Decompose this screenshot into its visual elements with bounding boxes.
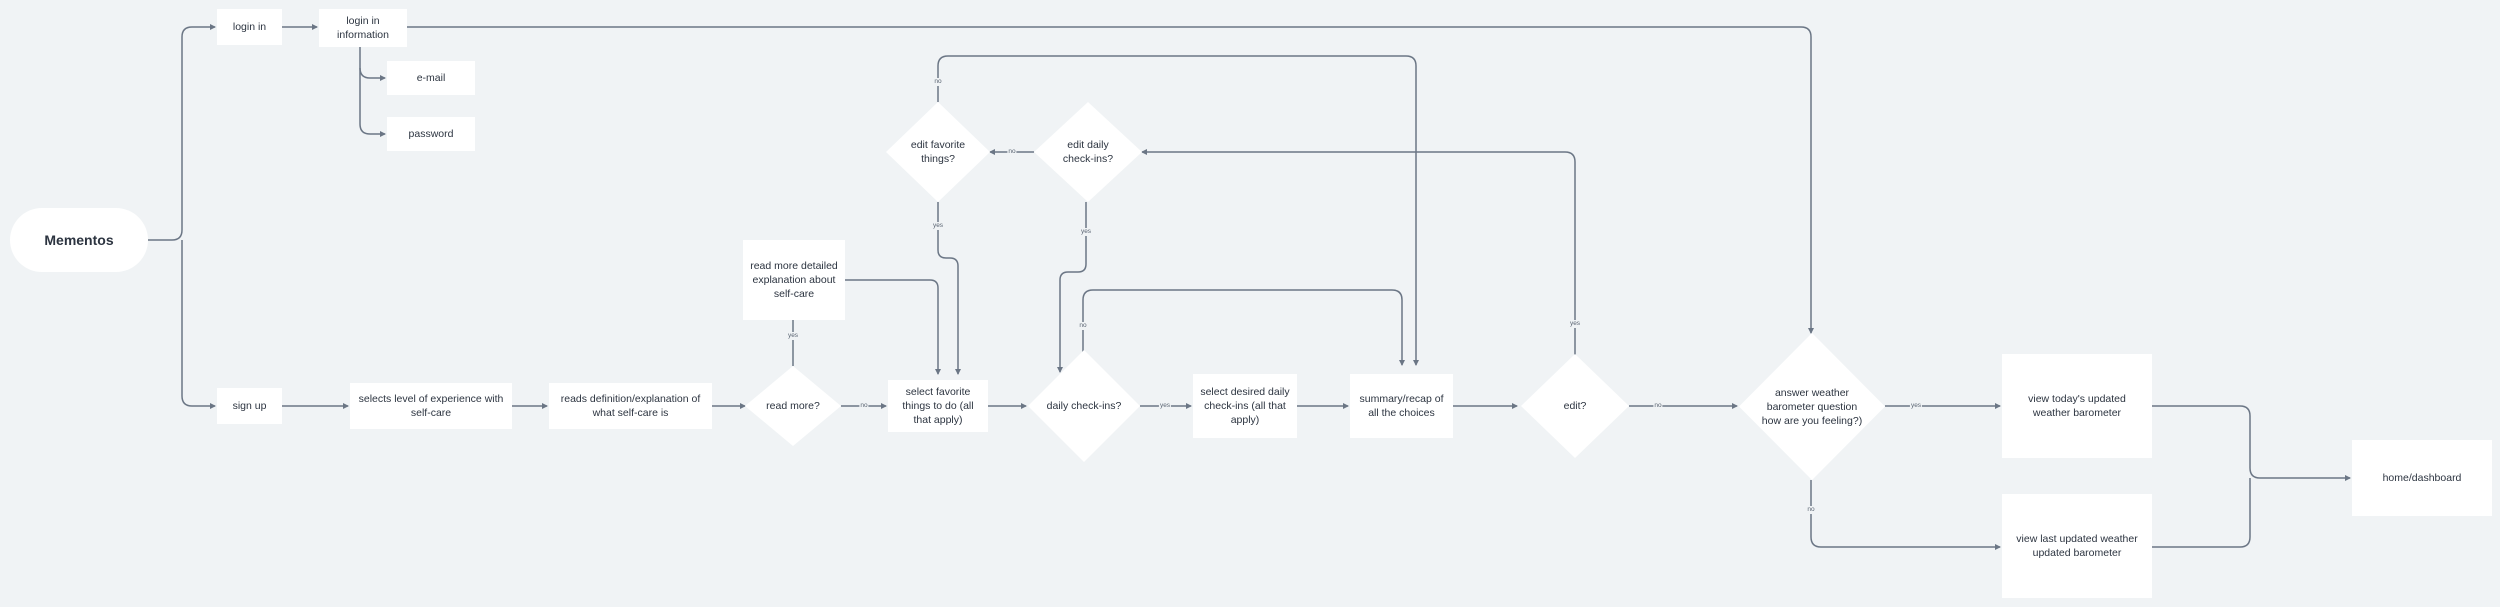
edge-label-no-edit: no bbox=[1653, 402, 1663, 410]
edge-label-yes-weather: yes bbox=[1909, 402, 1923, 410]
decision-read-more: read more? bbox=[745, 366, 841, 446]
daily-checkins-label: daily check-ins? bbox=[1046, 400, 1122, 412]
answer-weather-label: answer weather barometer question how ar… bbox=[1761, 386, 1863, 427]
edge-info-weather bbox=[407, 26, 1814, 334]
diamond-shape bbox=[1521, 354, 1629, 458]
node-email: e-mail bbox=[387, 61, 475, 95]
edge-label-yes-editfav: yes bbox=[931, 222, 945, 230]
edge-detailed-select bbox=[845, 279, 941, 375]
node-view-last-barometer: view last updated weather updated barome… bbox=[2002, 494, 2152, 598]
edge-info-email bbox=[359, 47, 386, 81]
node-summary-recap: summary/recap of all the choices bbox=[1350, 374, 1453, 438]
edge-today-home bbox=[2152, 405, 2351, 481]
edit-favorite-things-label: edit favorite things? bbox=[910, 139, 966, 165]
node-home-dashboard: home/dashboard bbox=[2352, 440, 2492, 516]
edge-weather-last bbox=[1810, 480, 2001, 550]
decision-daily-checkins: daily check-ins? bbox=[1028, 350, 1140, 462]
decision-edit-favorite-things: edit favorite things? bbox=[886, 102, 990, 202]
read-more-label: read more? bbox=[766, 400, 820, 412]
node-sign-up: sign up bbox=[217, 388, 282, 424]
node-read-more-detailed: read more detailed explanation about sel… bbox=[743, 240, 845, 320]
edge-editfav-summary bbox=[937, 55, 1419, 366]
edge-label-no-daily: no bbox=[1078, 322, 1088, 330]
edge-info-password bbox=[359, 68, 386, 137]
reads-definition-label: reads definition/explanation of what sel… bbox=[560, 393, 701, 419]
start-node-mementos: Mementos bbox=[10, 208, 148, 272]
diamond-shape bbox=[886, 102, 990, 202]
edge-label-yes-readmore: yes bbox=[786, 332, 800, 340]
diamond-shape bbox=[1739, 333, 1885, 480]
diamond-shape bbox=[1028, 350, 1140, 462]
edge-label-no-editdaily: no bbox=[1007, 148, 1017, 156]
login-information-label: login in information bbox=[337, 15, 389, 41]
view-today-barometer-label: view today's updated weather barometer bbox=[2028, 393, 2126, 419]
mementos-label: Mementos bbox=[44, 232, 114, 248]
node-select-experience: selects level of experience with self-ca… bbox=[350, 383, 512, 429]
edge-label-no-editfav: no bbox=[933, 78, 943, 86]
read-more-detailed-label: read more detailed explanation about sel… bbox=[750, 260, 838, 300]
edge-last-home bbox=[2152, 478, 2251, 548]
edge-label-no-weather: no bbox=[1806, 506, 1816, 514]
node-login-information: login in information bbox=[319, 9, 407, 47]
edge-label-no-readmore: no bbox=[859, 402, 869, 410]
login-in-label: login in bbox=[232, 21, 267, 33]
edge-daily-summary bbox=[1082, 289, 1405, 366]
edge-editfav-select bbox=[937, 202, 961, 375]
edge-label-yes-edit: yes bbox=[1568, 320, 1582, 328]
decision-edit-daily-checkins: edit daily check-ins? bbox=[1034, 102, 1142, 202]
sign-up-label: sign up bbox=[232, 400, 267, 412]
decision-edit: edit? bbox=[1521, 354, 1629, 458]
node-password: password bbox=[387, 117, 475, 151]
edge-editdaily-daily bbox=[1057, 202, 1087, 373]
diamond-shape bbox=[745, 366, 841, 446]
select-desired-checkins-label: select desired daily check-ins (all that… bbox=[1200, 386, 1290, 426]
decision-answer-weather: answer weather barometer question how ar… bbox=[1739, 333, 1885, 480]
password-label: password bbox=[408, 128, 454, 140]
edge-mementos-branch bbox=[148, 24, 216, 241]
edit-daily-checkins-label: edit daily check-ins? bbox=[1062, 139, 1114, 165]
home-dashboard-label: home/dashboard bbox=[2382, 472, 2462, 484]
edge-label-yes-daily: yes bbox=[1158, 402, 1172, 410]
node-view-today-barometer: view today's updated weather barometer bbox=[2002, 354, 2152, 458]
edge-mementos-signup bbox=[181, 240, 216, 409]
select-favorite-things-label: select favorite things to do (all that a… bbox=[902, 386, 974, 426]
edge-edit-editdaily bbox=[1141, 149, 1576, 366]
select-experience-label: selects level of experience with self-ca… bbox=[358, 393, 504, 419]
email-label: e-mail bbox=[416, 72, 446, 84]
node-reads-definition: reads definition/explanation of what sel… bbox=[549, 383, 712, 429]
edit-label: edit? bbox=[1563, 400, 1587, 412]
edge-label-yes-editdaily: yes bbox=[1079, 228, 1093, 236]
summary-recap-label: summary/recap of all the choices bbox=[1359, 393, 1444, 419]
view-last-barometer-label: view last updated weather updated barome… bbox=[2016, 533, 2138, 559]
node-select-desired-checkins: select desired daily check-ins (all that… bbox=[1193, 374, 1297, 438]
node-select-favorite-things: select favorite things to do (all that a… bbox=[888, 380, 988, 432]
diamond-shape bbox=[1034, 102, 1142, 202]
node-login-in: login in bbox=[217, 9, 282, 45]
